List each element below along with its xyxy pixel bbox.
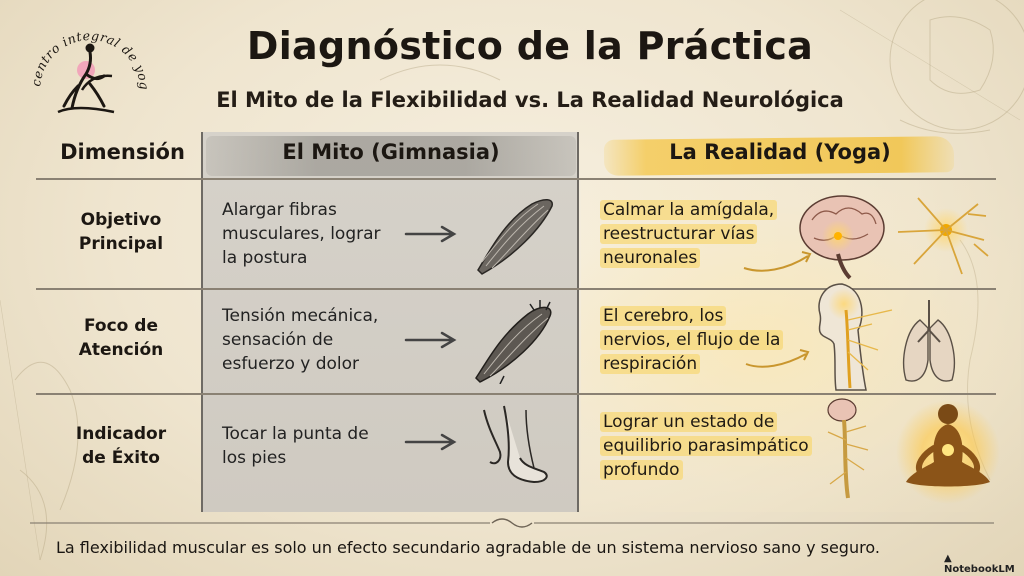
brain-neuron-icon	[743, 195, 989, 280]
strained-muscle-icon	[475, 300, 552, 384]
nervous-system-lungs-icon	[745, 283, 955, 391]
logo: centro integral de yoga	[22, 2, 152, 124]
toe-touch-icon	[483, 405, 548, 484]
reality-text: Lograr un estado de equilibrio parasimpá…	[600, 410, 812, 482]
reality-text: El cerebro, los nervios, el flujo de la …	[600, 304, 784, 376]
header-reality: La Realidad (Yoga)	[669, 140, 891, 164]
brand-icon: ▲	[944, 553, 952, 564]
brand-label: ▲ NotebookLM	[944, 553, 1015, 575]
myth-header-band	[206, 136, 576, 176]
muscle-icon	[477, 199, 553, 275]
arrow-right-icon	[404, 433, 457, 451]
svg-text:centro integral de yoga: centro integral de yoga	[26, 14, 150, 91]
row-divider	[36, 288, 996, 290]
header-myth: El Mito (Gimnasia)	[282, 140, 500, 164]
row-divider	[36, 393, 996, 395]
reality-text: Calmar la amígdala, reestructurar vías n…	[600, 198, 778, 270]
arrow-right-icon	[404, 331, 457, 349]
logo-text: centro integral de yoga	[22, 2, 152, 91]
yoga-logo-icon: centro integral de yoga	[22, 2, 152, 114]
header-dimension: Dimensión	[60, 140, 185, 164]
footer-statement: La flexibilidad muscular es solo un efec…	[56, 538, 880, 557]
arrow-right-icon	[404, 225, 457, 243]
page-title: Diagnóstico de la Práctica	[246, 24, 814, 68]
meditation-spine-icon	[827, 398, 1000, 504]
row-divider	[36, 178, 996, 180]
page-subtitle: El Mito de la Flexibilidad vs. La Realid…	[216, 88, 844, 112]
footer-divider	[30, 518, 994, 528]
